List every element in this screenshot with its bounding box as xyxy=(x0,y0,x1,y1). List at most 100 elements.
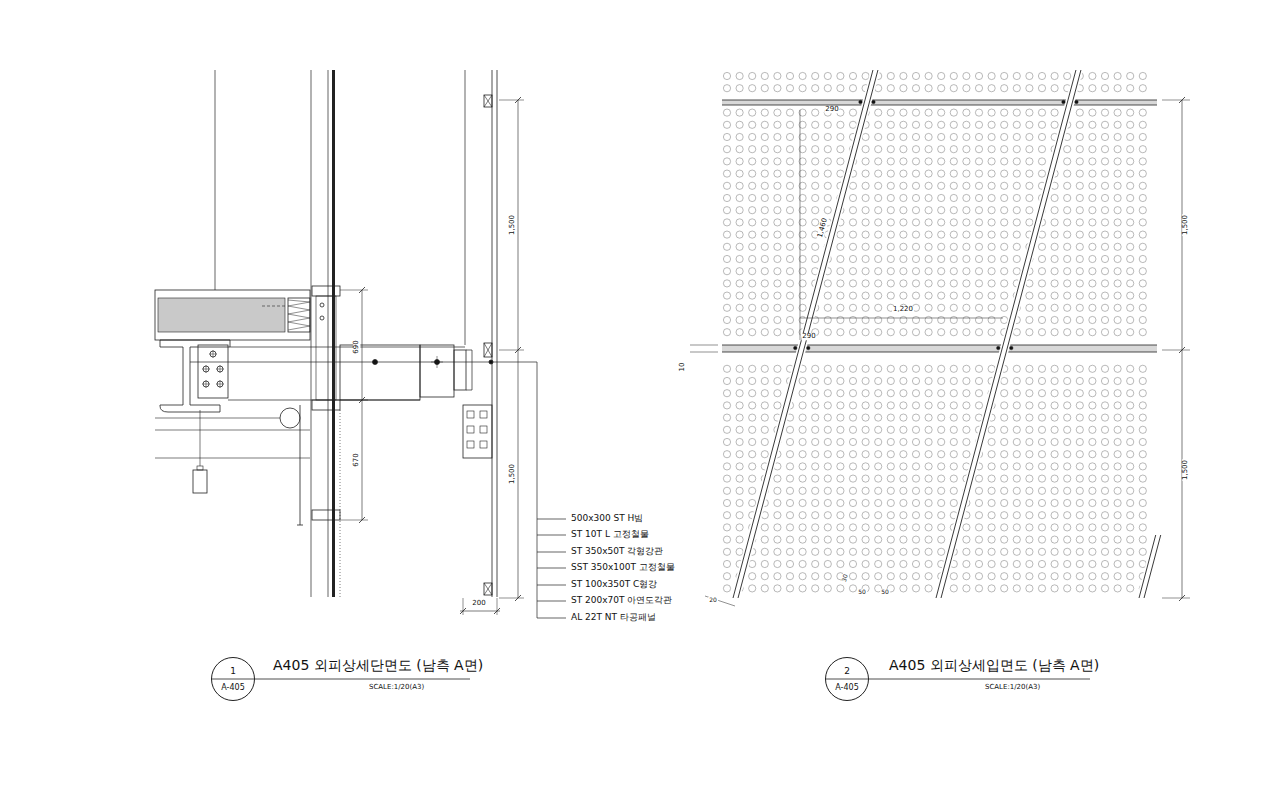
perforation xyxy=(837,426,844,433)
perforation xyxy=(1064,463,1071,470)
perforation xyxy=(824,487,831,494)
perforation xyxy=(736,255,743,262)
perforation xyxy=(1026,426,1033,433)
perforation xyxy=(749,585,756,592)
perforation xyxy=(849,451,856,458)
perforation xyxy=(1101,463,1108,470)
perforation xyxy=(1001,182,1008,189)
perforation xyxy=(862,207,869,214)
perforation xyxy=(749,146,756,153)
rail-fill xyxy=(722,100,1157,105)
perforation xyxy=(736,133,743,140)
perforation xyxy=(1114,475,1121,482)
perforation xyxy=(1127,170,1134,177)
perforation xyxy=(1089,194,1096,201)
perforation xyxy=(875,316,882,323)
perforation xyxy=(1101,158,1108,165)
perforation xyxy=(1089,207,1096,214)
mullion-underlay xyxy=(736,70,876,598)
perforation xyxy=(723,255,730,262)
perforation xyxy=(975,292,982,299)
perforation xyxy=(988,219,995,226)
mullion-profile xyxy=(316,296,336,400)
perforation xyxy=(1114,268,1121,275)
perforation xyxy=(900,146,907,153)
perforation xyxy=(1114,243,1121,250)
perforation xyxy=(1101,280,1108,287)
perforation xyxy=(749,475,756,482)
perforation xyxy=(912,560,919,567)
perforation xyxy=(723,207,730,214)
perforation xyxy=(1076,390,1083,397)
perforation xyxy=(1101,536,1108,543)
perforation xyxy=(1076,304,1083,311)
perforation xyxy=(925,146,932,153)
perforation xyxy=(749,72,756,79)
perforation xyxy=(862,487,869,494)
perforation xyxy=(849,109,856,116)
perforation xyxy=(786,219,793,226)
scale-note: SCALE:1/20(A3) xyxy=(984,684,1041,691)
perforation xyxy=(875,438,882,445)
perforation xyxy=(1051,426,1058,433)
perforation xyxy=(875,133,882,140)
rail-line xyxy=(722,105,1157,106)
perforation xyxy=(912,585,919,592)
perforation xyxy=(887,451,894,458)
perforation xyxy=(849,207,856,214)
perforation xyxy=(1013,207,1020,214)
anchor-dot xyxy=(373,360,378,365)
perforation xyxy=(950,219,957,226)
bolt-cross xyxy=(220,380,221,388)
perforation xyxy=(799,377,806,384)
perforation xyxy=(887,207,894,214)
perforation xyxy=(862,316,869,323)
perforation xyxy=(849,560,856,567)
perforation xyxy=(900,121,907,128)
perforation xyxy=(849,426,856,433)
perforation xyxy=(1026,316,1033,323)
perforation xyxy=(849,390,856,397)
perforation xyxy=(736,207,743,214)
perforation xyxy=(1064,170,1071,177)
perforation xyxy=(875,292,882,299)
perforation xyxy=(875,475,882,482)
perforation xyxy=(1001,146,1008,153)
perforation xyxy=(1038,304,1045,311)
perforation xyxy=(1127,280,1134,287)
bolt-symbol xyxy=(203,381,209,387)
perforation xyxy=(900,243,907,250)
perforation xyxy=(837,255,844,262)
perforation xyxy=(1127,133,1134,140)
drawing-number-circle: 1A-405 xyxy=(211,657,255,701)
perforation xyxy=(1064,255,1071,262)
extension-line xyxy=(340,290,368,291)
perforation xyxy=(736,268,743,275)
perforation xyxy=(799,402,806,409)
perforation xyxy=(912,243,919,250)
perforation xyxy=(1139,475,1146,482)
perforation xyxy=(799,548,806,555)
perforation xyxy=(938,548,945,555)
perforation xyxy=(900,170,907,177)
leader-tick xyxy=(537,601,566,602)
perforation xyxy=(1076,316,1083,323)
perforation xyxy=(799,573,806,580)
perforation xyxy=(1101,292,1108,299)
dimension-text: 200 xyxy=(471,600,486,607)
perforation xyxy=(786,536,793,543)
perforation xyxy=(1038,85,1045,92)
perforation xyxy=(875,560,882,567)
perforation xyxy=(1051,231,1058,238)
perforation xyxy=(723,487,730,494)
perforation xyxy=(988,548,995,555)
perforation xyxy=(1026,451,1033,458)
perforation xyxy=(749,194,756,201)
perforation xyxy=(824,463,831,470)
perforation xyxy=(912,475,919,482)
perforation xyxy=(786,72,793,79)
perforation xyxy=(862,451,869,458)
perforation xyxy=(1064,390,1071,397)
perforation xyxy=(1076,536,1083,543)
perforation xyxy=(887,280,894,287)
